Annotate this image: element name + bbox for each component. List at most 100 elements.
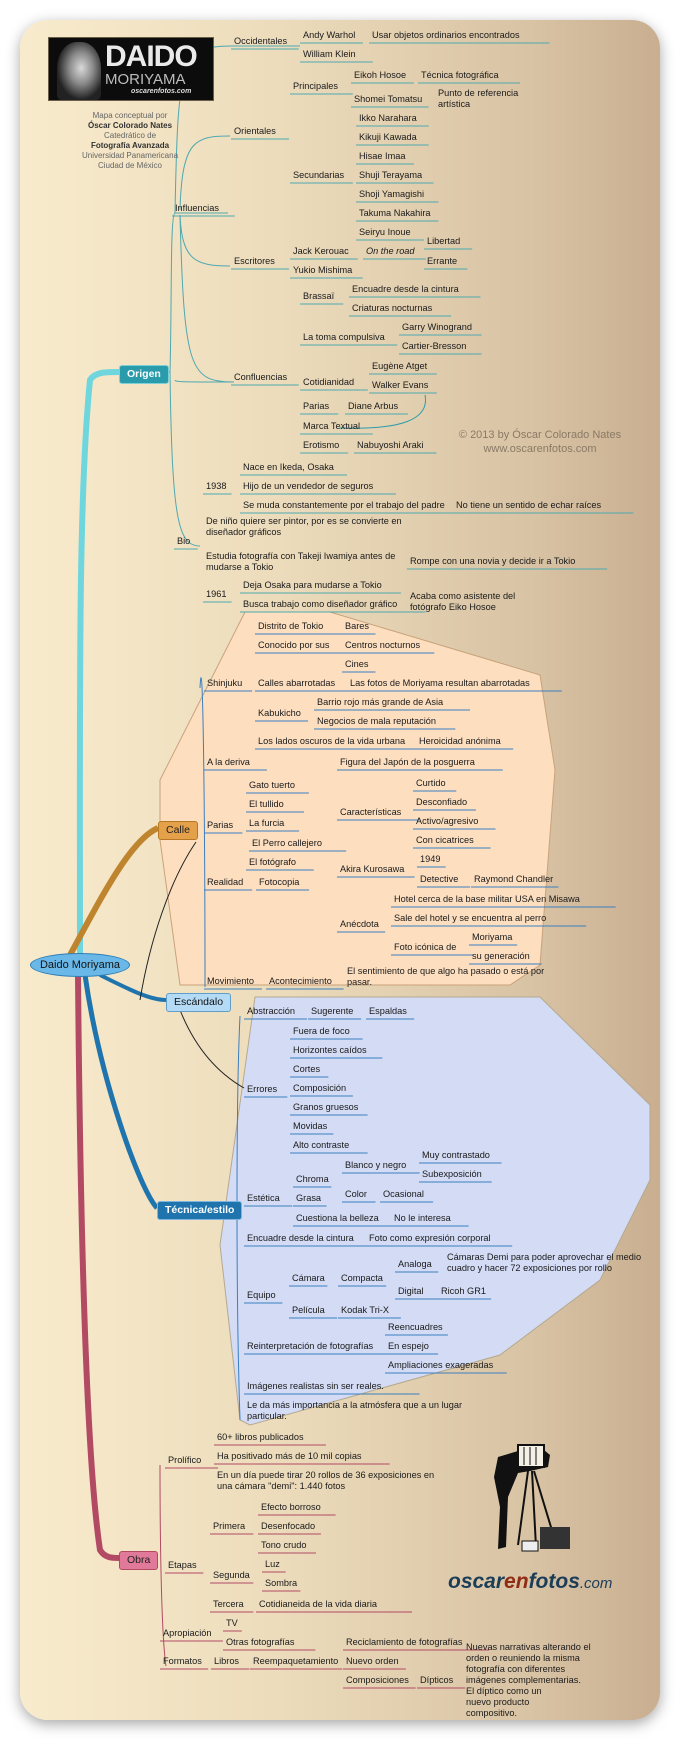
topic-node[interactable]: Película: [292, 1305, 325, 1315]
topic-node[interactable]: Efecto borroso: [261, 1502, 321, 1512]
topic-node[interactable]: Kabukicho: [258, 708, 301, 718]
topic-node[interactable]: La furcia: [249, 818, 285, 828]
topic-node[interactable]: Anécdota: [340, 919, 379, 929]
topic-node[interactable]: Akira Kurosawa: [340, 864, 405, 874]
topic-node[interactable]: Usar objetos ordinarios encontrados: [372, 30, 520, 40]
branch-tecnica-estilo[interactable]: Técnica/estilo: [157, 1201, 243, 1220]
topic-node[interactable]: Centros nocturnos: [345, 640, 421, 650]
topic-node[interactable]: Activo/agresivo: [416, 816, 479, 826]
topic-node[interactable]: Orientales: [234, 126, 276, 136]
topic-node[interactable]: Erotismo: [303, 440, 340, 450]
topic-node[interactable]: Diane Arbus: [348, 401, 399, 411]
topic-node[interactable]: 1961: [206, 589, 227, 599]
topic-node[interactable]: Ikko Narahara: [359, 113, 417, 123]
topic-node[interactable]: Shomei Tomatsu: [354, 94, 423, 104]
topic-node[interactable]: Errante: [427, 256, 458, 266]
topic-node[interactable]: Hotel cerca de la base militar USA en Mi…: [394, 894, 580, 904]
topic-node[interactable]: Encuadre desde la cintura: [247, 1233, 354, 1243]
topic-node[interactable]: La toma compulsiva: [303, 332, 385, 342]
topic-node[interactable]: Desenfocado: [261, 1521, 316, 1531]
topic-node[interactable]: Analoga: [398, 1259, 432, 1269]
topic-node[interactable]: Nace en Ikeda, Osaka: [243, 462, 334, 472]
topic-node[interactable]: Jack Kerouac: [293, 246, 349, 256]
topic-node[interactable]: Bares: [345, 621, 370, 631]
topic-node[interactable]: Principales: [293, 81, 338, 91]
topic-node[interactable]: Seiryu Inoue: [359, 227, 411, 237]
topic-node[interactable]: A la deriva: [207, 757, 250, 767]
topic-node[interactable]: Características: [340, 807, 402, 817]
topic-node[interactable]: Composición: [293, 1083, 347, 1093]
central-topic[interactable]: Daido Moriyama: [30, 953, 130, 977]
topic-node[interactable]: Cámara: [292, 1273, 325, 1283]
topic-node[interactable]: Digital: [398, 1286, 424, 1296]
topic-node[interactable]: Criaturas nocturnas: [352, 303, 433, 313]
topic-node[interactable]: Estética: [247, 1193, 280, 1203]
topic-node[interactable]: Le da más importancia a la atmósfera que…: [247, 1400, 463, 1421]
topic-node[interactable]: Busca trabajo como diseñador gráfico: [243, 599, 398, 609]
topic-node[interactable]: Tercera: [213, 1599, 244, 1609]
topic-node[interactable]: Granos gruesos: [293, 1102, 359, 1112]
topic-node[interactable]: Kodak Tri-X: [341, 1305, 389, 1315]
topic-node[interactable]: Sale del hotel y se encuentra al perro: [394, 913, 547, 923]
topic-node[interactable]: Hijo de un vendedor de seguros: [243, 481, 374, 491]
topic-node[interactable]: Ha positivado más de 10 mil copias: [217, 1451, 362, 1461]
topic-node[interactable]: Walker Evans: [372, 380, 429, 390]
topic-node[interactable]: Shuji Terayama: [359, 170, 423, 180]
topic-node[interactable]: Negocios de mala reputación: [317, 716, 436, 726]
topic-node[interactable]: Moriyama: [472, 932, 513, 942]
topic-node[interactable]: Cartier-Bresson: [402, 341, 467, 351]
topic-node[interactable]: Composiciones: [346, 1675, 409, 1685]
topic-node[interactable]: Técnica fotográfica: [421, 70, 499, 80]
branch-calle[interactable]: Calle: [158, 821, 198, 840]
topic-node[interactable]: Cotidianidad: [303, 377, 355, 387]
branch-obra[interactable]: Obra: [119, 1551, 159, 1570]
topic-node[interactable]: Primera: [213, 1521, 246, 1531]
topic-node[interactable]: Las fotos de Moriyama resultan abarrotad…: [350, 678, 530, 688]
topic-node[interactable]: Curtido: [416, 778, 446, 788]
topic-node[interactable]: Se muda constantemente por el trabajo de…: [243, 500, 445, 510]
topic-node[interactable]: Takuma Nakahira: [359, 208, 431, 218]
topic-node[interactable]: Alto contraste: [293, 1140, 350, 1150]
topic-node[interactable]: Conocido por sus: [258, 640, 330, 650]
topic-node[interactable]: Dípticos: [420, 1675, 454, 1685]
topic-node[interactable]: On the road: [366, 246, 415, 256]
topic-node[interactable]: Espaldas: [369, 1006, 407, 1016]
topic-node[interactable]: Otras fotografías: [226, 1637, 295, 1647]
topic-node[interactable]: Nuevas narrativas alterando el orden o r…: [466, 1642, 591, 1685]
topic-node[interactable]: Movidas: [293, 1121, 328, 1131]
topic-node[interactable]: Nuevo orden: [346, 1656, 399, 1666]
topic-node[interactable]: Gato tuerto: [249, 780, 295, 790]
topic-node[interactable]: Blanco y negro: [345, 1160, 407, 1170]
topic-node[interactable]: En espejo: [388, 1341, 429, 1351]
topic-node[interactable]: El fotógrafo: [249, 857, 296, 867]
topic-node[interactable]: Reempaquetamiento: [253, 1656, 339, 1666]
topic-node[interactable]: Shoji Yamagishi: [359, 189, 425, 199]
topic-node[interactable]: Color: [345, 1189, 367, 1199]
topic-node[interactable]: Influencias: [175, 203, 219, 213]
topic-node[interactable]: Hisae Imaa: [359, 151, 406, 161]
topic-node[interactable]: Reciclamiento de fotografías: [346, 1637, 463, 1647]
topic-node[interactable]: Distrito de Tokio: [258, 621, 324, 631]
topic-node[interactable]: Cotidianeida de la vida diaria: [259, 1599, 377, 1609]
topic-node[interactable]: Ocasional: [383, 1189, 424, 1199]
topic-node[interactable]: Libros: [214, 1656, 240, 1666]
topic-node[interactable]: 1949: [420, 854, 441, 864]
topic-node[interactable]: Compacta: [341, 1273, 383, 1283]
topic-node[interactable]: Reencuadres: [388, 1322, 443, 1332]
topic-node[interactable]: Foto icónica de: [394, 942, 457, 952]
topic-node[interactable]: su generación: [472, 951, 530, 961]
topic-node[interactable]: Acaba como asistente del fotógrafo Eiko …: [410, 591, 516, 612]
topic-node[interactable]: Movimiento: [207, 976, 254, 986]
topic-node[interactable]: Libertad: [427, 236, 461, 246]
topic-node[interactable]: Punto de referencia artística: [438, 88, 519, 109]
topic-node[interactable]: Prolífico: [168, 1455, 202, 1465]
topic-node[interactable]: Apropiación: [163, 1628, 212, 1638]
topic-node[interactable]: En un día puede tirar 20 rollos de 36 ex…: [217, 1470, 435, 1491]
branch-origen[interactable]: Origen: [119, 365, 169, 384]
topic-node[interactable]: Errores: [247, 1084, 278, 1094]
topic-node[interactable]: Escritores: [234, 256, 275, 266]
topic-node[interactable]: Parias: [303, 401, 330, 411]
topic-node[interactable]: El díptico como un nuevo producto compos…: [466, 1686, 542, 1718]
topic-node[interactable]: Kikuji Kawada: [359, 132, 417, 142]
topic-node[interactable]: 60+ libros publicados: [217, 1432, 304, 1442]
